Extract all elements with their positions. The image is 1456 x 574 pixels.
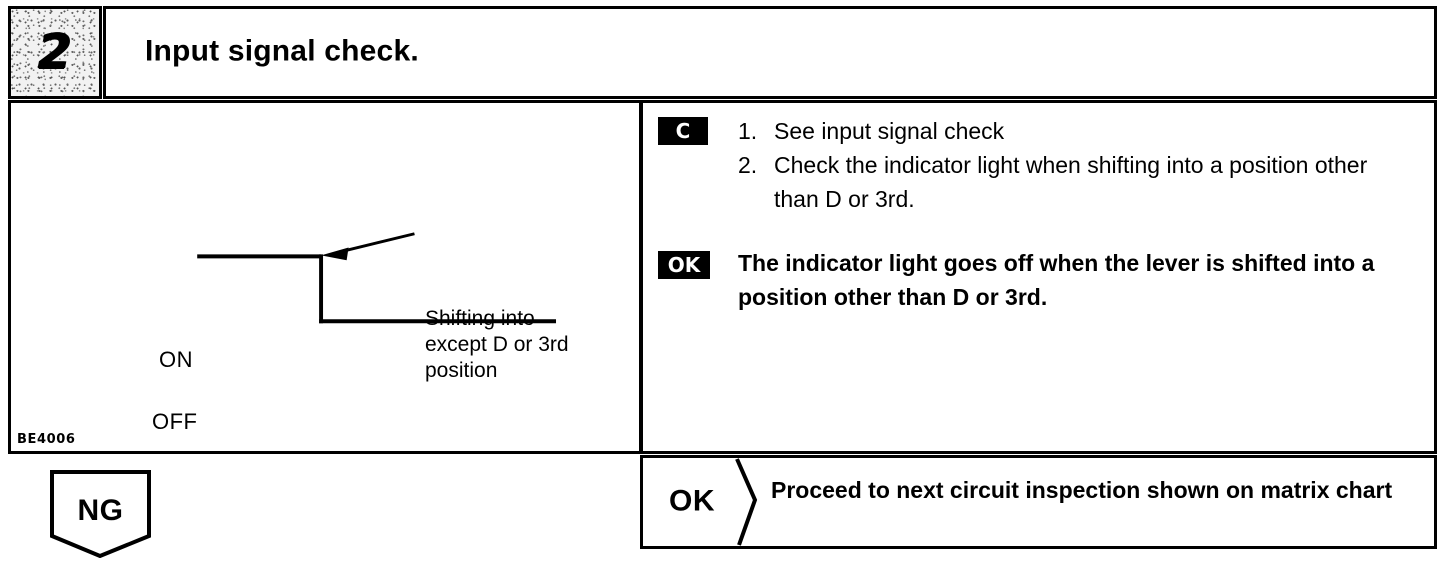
step-title-box: Input signal check.	[103, 6, 1437, 99]
ok-result-box: OK Proceed to next circuit inspection sh…	[640, 455, 1437, 549]
instruction-step: 2. Check the indicator light when shifti…	[738, 148, 1418, 216]
instructions-panel: C 1. See input signal check 2. Check the…	[640, 100, 1437, 454]
step-number-label: 2	[38, 23, 72, 80]
ng-label: NG	[77, 494, 124, 527]
ok-result-label: OK	[669, 484, 715, 518]
ng-result-badge: NG	[50, 470, 151, 559]
waveform-callout-text: Shifting into except D or 3rd position	[425, 307, 569, 382]
waveform-on-label: ON	[159, 347, 193, 372]
step-number-badge: 2	[8, 6, 102, 99]
step-marker: 1.	[738, 118, 758, 144]
step-marker: 2.	[738, 152, 758, 178]
instruction-steps-list: 1. See input signal check 2. Check the i…	[738, 114, 1418, 216]
check-tag-badge: C	[658, 117, 708, 145]
waveform-panel: ON OFF Shifting into except D or 3rd pos…	[8, 100, 642, 454]
waveform-diagram	[197, 232, 557, 324]
callout-leader-line	[337, 232, 415, 254]
ng-shield-shape	[50, 470, 151, 559]
waveform-off-label: OFF	[152, 409, 198, 434]
callout-arrowhead	[321, 247, 349, 261]
chevron-right-icon	[735, 458, 758, 546]
ok-next-action-text: Proceed to next circuit inspection shown…	[771, 477, 1393, 503]
ok-tag-badge: OK	[658, 251, 710, 279]
step-text: See input signal check	[774, 118, 1005, 144]
instruction-step: 1. See input signal check	[738, 114, 1418, 148]
ok-criteria-text: The indicator light goes off when the le…	[738, 250, 1375, 310]
page-title: Input signal check.	[145, 33, 419, 67]
step-text: Check the indicator light when shifting …	[774, 152, 1368, 212]
figure-caption: BE4006	[17, 432, 76, 447]
step-header: 2 Input signal check.	[8, 6, 1437, 100]
ng-shield-outline	[50, 470, 151, 559]
